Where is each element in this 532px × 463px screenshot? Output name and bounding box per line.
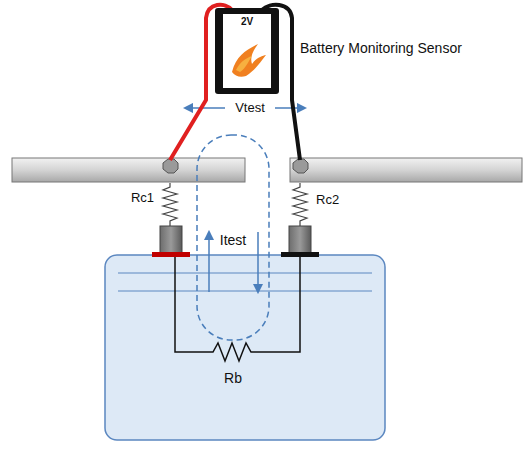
terminal-post bbox=[289, 226, 311, 253]
sensor-label-panel bbox=[223, 14, 271, 88]
electrolyte-line bbox=[118, 291, 372, 292]
bus-bar bbox=[290, 158, 522, 182]
spring-contact bbox=[163, 183, 177, 226]
contact-resistance-label: Rc1 bbox=[131, 190, 154, 205]
bolt bbox=[293, 159, 308, 173]
bolt bbox=[163, 159, 178, 173]
sensor-body bbox=[215, 8, 279, 94]
sensor-device: 2V bbox=[223, 14, 271, 34]
contact-resistance-label: Rc2 bbox=[316, 192, 339, 207]
current-arrow bbox=[257, 232, 259, 292]
battery-case bbox=[105, 255, 385, 440]
terminal-base bbox=[281, 252, 319, 257]
sensor-logo bbox=[236, 56, 252, 72]
terminal-post bbox=[160, 226, 182, 253]
electrolyte-line bbox=[118, 273, 372, 274]
resistor-symbol bbox=[175, 257, 300, 361]
voltage-arrow bbox=[185, 107, 225, 109]
spring-contact bbox=[293, 183, 307, 226]
voltage-label: Vtest bbox=[235, 100, 265, 115]
battery-resistance-label: Rb bbox=[224, 370, 242, 386]
current-loop bbox=[197, 135, 269, 340]
sensor-logo bbox=[232, 44, 266, 77]
current-arrow bbox=[208, 232, 210, 292]
voltage-rating: 2V bbox=[223, 14, 271, 27]
current-label: Itest bbox=[220, 232, 246, 248]
device-name: Battery Monitoring Sensor bbox=[300, 40, 462, 56]
voltage-arrow bbox=[275, 107, 305, 109]
terminal-base bbox=[152, 252, 190, 257]
bus-bar bbox=[12, 158, 245, 182]
